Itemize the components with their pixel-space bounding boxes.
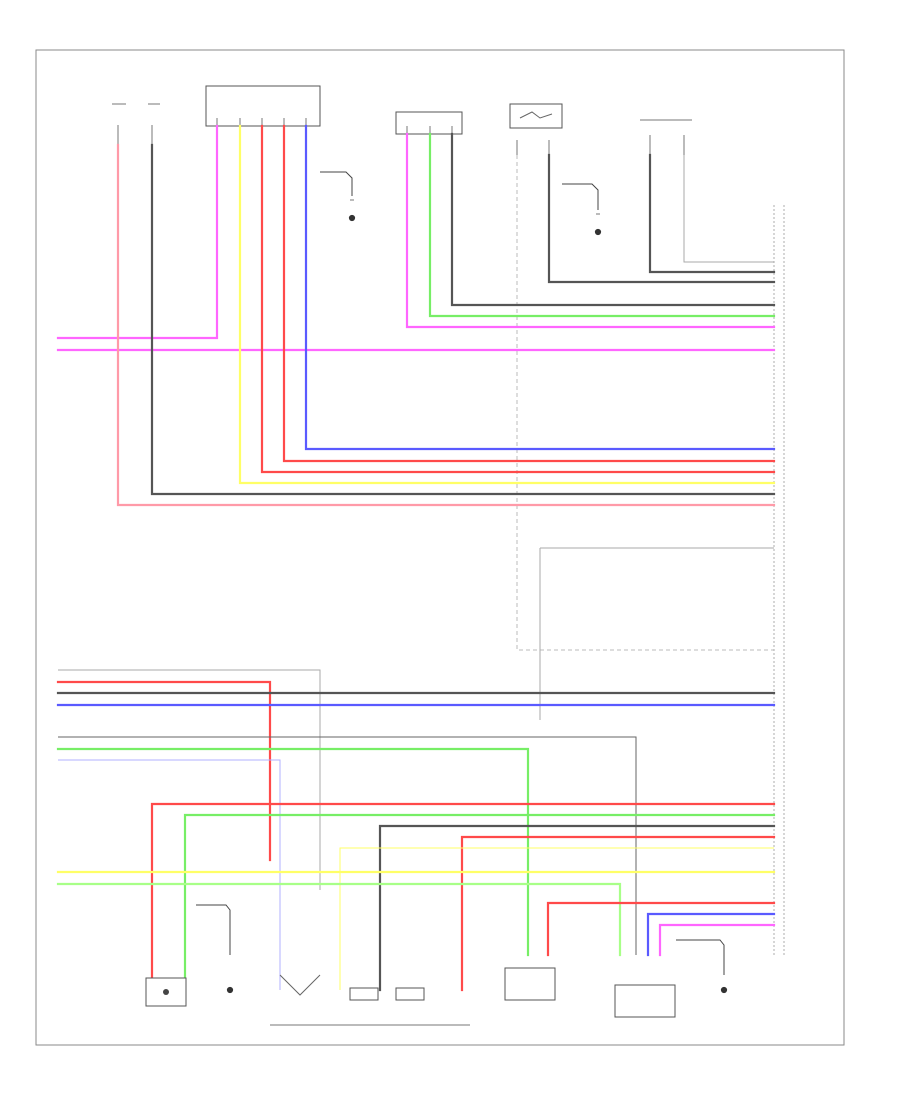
ground-symbol-4 [676, 939, 728, 994]
component-top-right-sensor [640, 119, 692, 155]
component-bottom-left-switch [145, 977, 187, 1007]
component-top-switch [509, 103, 563, 155]
component-bottom-center-cluster [270, 974, 470, 1026]
component-top-middle-connector [395, 111, 463, 135]
ground-symbol-3 [196, 904, 234, 994]
middle-wires [56, 669, 776, 992]
ground-symbol-2 [562, 183, 602, 236]
component-bottom-sensor-1 [504, 967, 556, 1001]
ground-symbol-1 [320, 171, 356, 222]
component-top-connector-box [205, 85, 321, 127]
right-ecu-connector-strip [773, 205, 785, 955]
component-bottom-sensor-2 [614, 984, 676, 1018]
component-top-left-sensor [112, 103, 160, 145]
top-wires [56, 124, 776, 720]
diagram-frame [35, 49, 845, 1046]
